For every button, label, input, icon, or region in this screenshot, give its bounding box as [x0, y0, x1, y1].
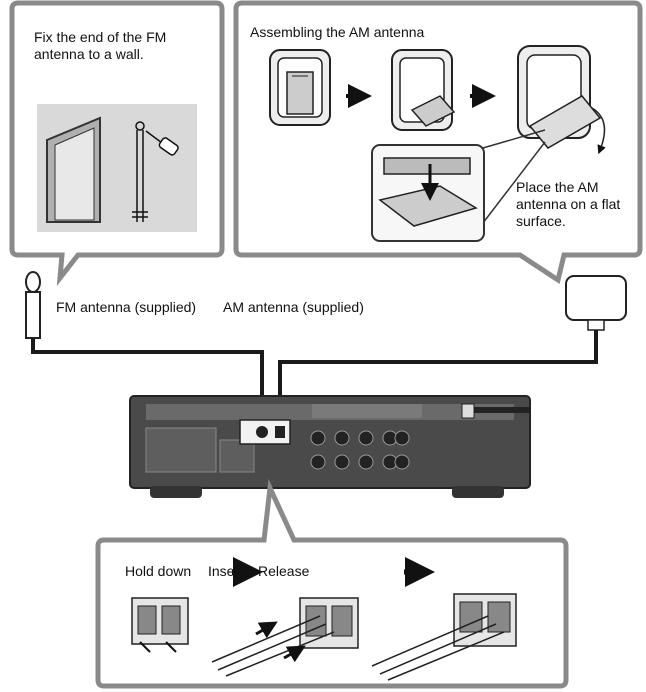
- step-hold-down-label: Hold down: [125, 563, 192, 579]
- fm-wire-antenna-icon: [132, 121, 148, 222]
- am-base-detail-inset: [371, 129, 546, 242]
- wall-frame-illustration: [46, 116, 101, 223]
- am-antenna-opening-icon: [391, 49, 456, 131]
- am-antenna-folded-icon: [269, 49, 331, 126]
- step-insert-label: Insert: [208, 563, 244, 579]
- speaker-wire-callout: [95, 478, 569, 689]
- fm-antenna-connector-icon: [25, 271, 41, 339]
- push-terminal-icon: [371, 593, 517, 681]
- fm-antenna-label: FM antenna (supplied): [56, 299, 197, 315]
- step-release-label: Release: [258, 563, 310, 579]
- am-antenna-label: AM antenna (supplied): [223, 299, 364, 315]
- am-placement-note: Place the AM antenna on a flat surface.: [516, 179, 621, 229]
- am-assembly-title: Assembling the AM antenna: [250, 24, 425, 40]
- antenna-cables: [31, 330, 598, 426]
- screw-icon: [145, 130, 179, 156]
- am-loop-antenna-icon: [517, 45, 606, 155]
- speaker-terminals: [310, 430, 410, 470]
- fm-wall-callout: [9, 0, 225, 287]
- receiver-rear-panel: [129, 395, 531, 498]
- push-terminal-icon: [211, 597, 359, 677]
- am-antenna-unit-icon: [565, 275, 627, 331]
- push-terminal-icon: [131, 597, 189, 653]
- fm-wall-instruction: Fix the end of the FM antenna to a wall.: [34, 29, 167, 62]
- am-assembly-callout: [233, 0, 643, 285]
